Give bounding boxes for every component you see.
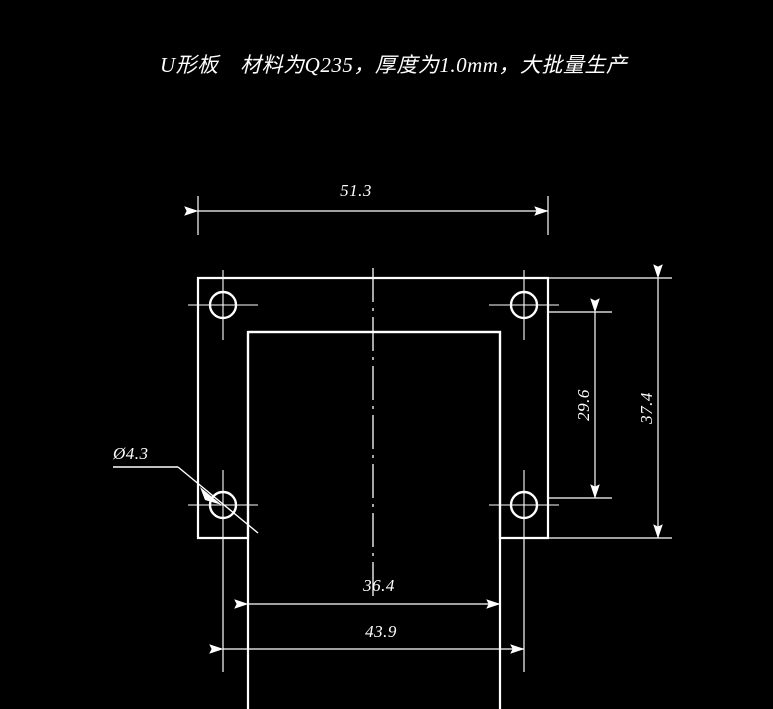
dimension-label-overall-height: 37.4 [637,392,656,425]
dimension-overall-height [548,264,672,539]
dimension-label-hole-diameter: Ø4.3 [112,444,149,463]
hole-bottom-left [208,490,238,520]
dimension-overall-width [184,196,549,235]
dimension-hole-spacing [209,540,525,672]
leader-arrowhead-icon [200,487,222,505]
dimension-inner-width [234,560,501,618]
dimension-inner-height [548,298,612,499]
dimension-label-hole-spacing: 43.9 [365,622,397,641]
dimension-label-inner-width: 36.4 [362,576,395,595]
drawing-title: U形板 材料为Q235，厚度为1.0mm，大批量生产 [160,53,629,77]
dimension-label-inner-height: 29.6 [574,389,593,421]
hole-top-left [208,290,238,320]
hole-bottom-right [509,490,539,520]
hole-top-right [509,290,539,320]
leader-hole-diameter [113,466,259,534]
mounting-holes [208,290,539,520]
dimension-label-overall-width: 51.3 [340,181,372,200]
